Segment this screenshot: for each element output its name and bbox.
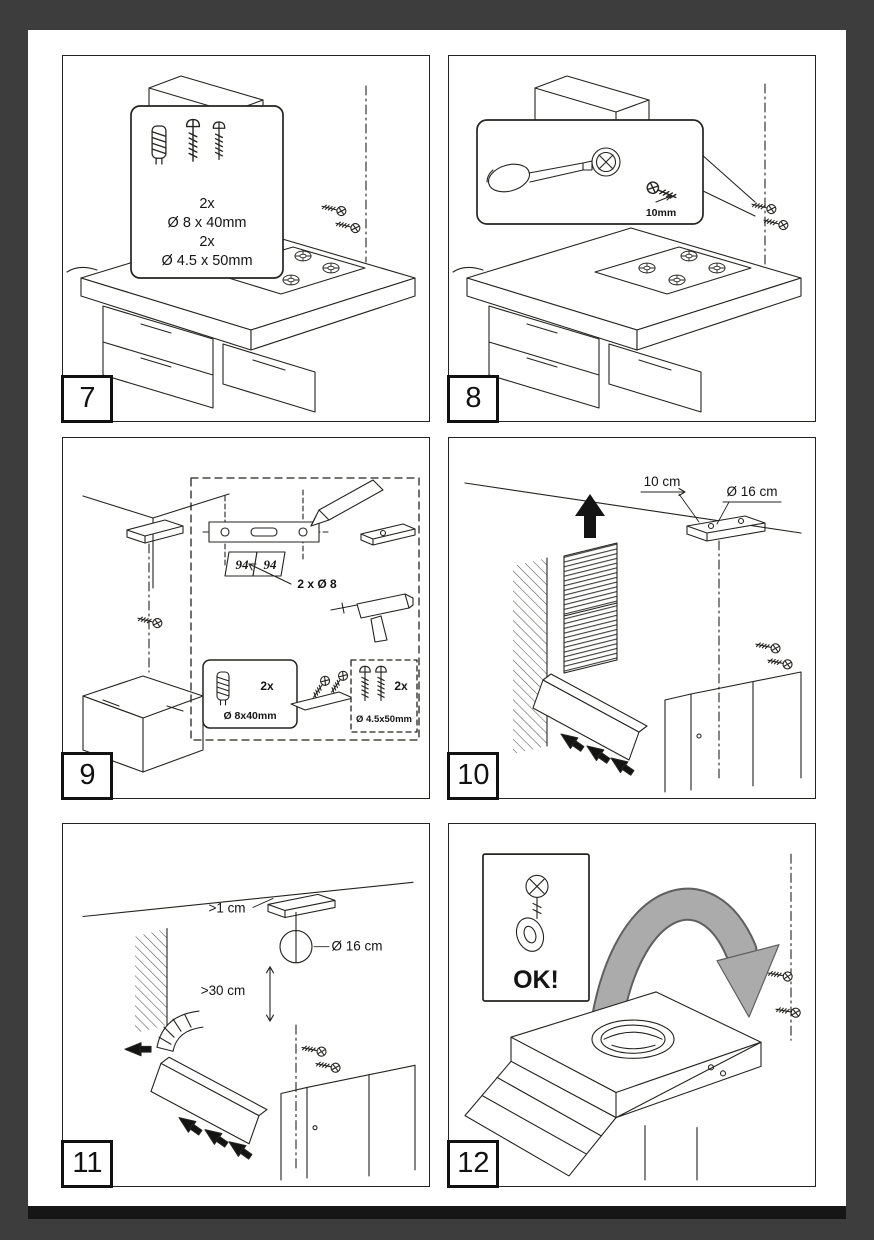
page-bottom-edge [28,1206,846,1219]
label-plug-size: Ø 8 x 40mm [168,215,247,231]
step-number-badge: 8 [447,374,500,423]
screw-icon [644,179,679,204]
screw-icon [136,613,164,630]
label-plug-qty: 2x [199,196,215,212]
wall-corner-scene [82,493,230,773]
label-drill-holes: 2 x Ø 8 [297,577,337,591]
hood-canopy [532,673,648,779]
panel-step-9: 94 94 2 x Ø 8 2x Ø 8x40mm [61,437,430,800]
step-8-illustration: 10mm [449,56,815,421]
drill-icon [330,593,414,643]
step-9-illustration: 94 94 2 x Ø 8 2x Ø 8x40mm [82,477,420,773]
screw-icon [320,201,362,235]
label-bracket-offset: 10 cm [644,474,681,489]
bracket-screws [290,668,354,711]
duct-hole [591,1019,675,1059]
curved-arrow-icon [590,887,780,1038]
corner-cabinet [664,671,802,793]
chimney-duct [563,542,618,674]
screw-icon [766,967,802,1019]
direction-arrow-icon [124,1042,152,1057]
screw-washer-icon [515,874,549,952]
label-ceiling-clearance: >1 cm [208,900,245,915]
step-number: 9 [79,759,96,792]
step-7-illustration: 2x Ø 8 x 40mm 2x Ø 4.5 x 50mm [63,56,429,421]
step-number-badge: 9 [61,751,114,800]
label-screw-size: Ø 4.5x50mm [356,714,412,725]
panel-step-8: 10mm 8 [447,55,816,423]
label-plug-qty: 2x [260,679,274,693]
screws-callout: 2x Ø 4.5x50mm [350,659,418,733]
label-plug-size: Ø 8x40mm [223,710,276,722]
label-duct-diameter: Ø 16 cm [726,484,777,499]
label-dim-left: 94 [236,557,250,572]
ceiling-line [82,881,414,918]
label-screw-qty: 2x [394,679,408,693]
step-number-badge: 7 [61,374,114,423]
wall-hatching [513,557,548,754]
ok-callout: OK! [482,853,590,1002]
duct-elbow-icon [156,1010,204,1052]
hood-plenum [510,991,762,1119]
panel-step-11: >1 cm Ø 16 cm >30 cm [61,823,430,1188]
pencil-icon [310,479,384,527]
plug-callout: 2x Ø 8x40mm [202,659,298,729]
screw-icon [750,199,790,232]
step-number: 8 [465,382,482,415]
corner-cabinet [280,1064,416,1181]
panel-step-12: OK! [447,823,816,1188]
panel-step-10: 10 cm Ø 16 cm [447,437,816,800]
step-number-badge: 12 [447,1139,500,1188]
step-12-illustration: OK! [464,853,802,1181]
screwdriver-icon [486,160,593,193]
marking-scene: 94 94 2 x Ø 8 2x Ø 8x40mm [202,479,418,733]
label-dim-right: 94 [264,557,278,572]
step-number: 7 [79,382,96,415]
step-number: 10 [457,759,490,792]
label-screw-size: Ø 4.5 x 50mm [161,253,252,269]
ceiling-bracket [686,515,766,542]
screw-icon [300,1042,342,1074]
label-screw-qty: 2x [199,234,215,250]
ceiling-bracket [267,893,336,919]
screw-icon [754,639,794,671]
step-number-badge: 11 [61,1139,114,1188]
step-11-illustration: >1 cm Ø 16 cm >30 cm [82,881,416,1181]
bracket-icon [360,523,416,546]
step-10-illustration: 10 cm Ø 16 cm [464,474,802,793]
label-min-duct-drop: >30 cm [201,983,246,998]
label-duct-diameter: Ø 16 cm [332,939,383,954]
phillips-screw-head-icon [591,147,621,177]
hood-canopy [464,1060,698,1181]
hood-canopy [150,1056,268,1163]
up-arrow-icon [575,494,605,538]
step-number: 12 [457,1147,490,1180]
screwing-callout: 10mm [476,119,756,225]
fixing-kit-callout: 2x Ø 8 x 40mm 2x Ø 4.5 x 50mm [130,105,284,279]
wall-hatching [135,928,168,1034]
detail-callout-frame [190,477,420,741]
panel-step-7: 2x Ø 8 x 40mm 2x Ø 4.5 x 50mm 7 [61,55,430,423]
label-ok: OK! [513,966,559,994]
step-number-badge: 10 [447,751,500,800]
step-number: 11 [72,1147,103,1180]
label-screw-length: 10mm [646,207,676,219]
